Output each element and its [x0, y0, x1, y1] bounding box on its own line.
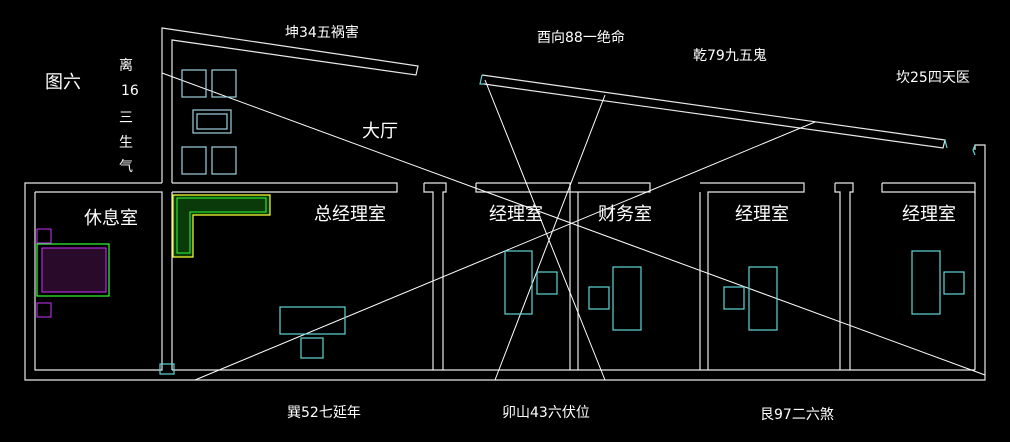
- figure-label: 图六: [45, 72, 81, 93]
- west-direction-label: 离 16 三 生 气: [119, 57, 139, 175]
- west-label-part: 三: [119, 110, 133, 126]
- east-label: 坎25四天医: [896, 70, 970, 86]
- south-west-label: 巽52七延年: [287, 405, 361, 421]
- room-label: 休息室: [84, 208, 138, 229]
- west-label-part: 离: [119, 57, 133, 74]
- l-sofa: [172, 194, 271, 258]
- north-east-label: 乾79九五鬼: [693, 48, 767, 64]
- lobby-label: 大厅: [362, 121, 398, 142]
- south-label: 卯山43六伏位: [502, 405, 590, 421]
- room-label: 经理室: [489, 204, 543, 225]
- desks: [279, 250, 965, 359]
- bed: [36, 228, 110, 318]
- room-label: 总经理室: [314, 204, 386, 225]
- west-label-part: 气: [119, 159, 133, 175]
- north-west-label: 坤34五祸害: [285, 25, 359, 41]
- room-label: 经理室: [902, 204, 956, 225]
- lobby-walls: [24, 27, 986, 381]
- lobby-sofas: [181, 69, 237, 175]
- north-label: 酉向88一绝命: [537, 29, 625, 46]
- room-walls: [34, 182, 976, 375]
- room-label: 财务室: [598, 204, 652, 225]
- room-label: 经理室: [735, 204, 789, 225]
- west-label-part: 16: [121, 83, 139, 99]
- west-label-part: 生: [119, 135, 133, 151]
- south-east-label: 艮97二六煞: [760, 407, 834, 423]
